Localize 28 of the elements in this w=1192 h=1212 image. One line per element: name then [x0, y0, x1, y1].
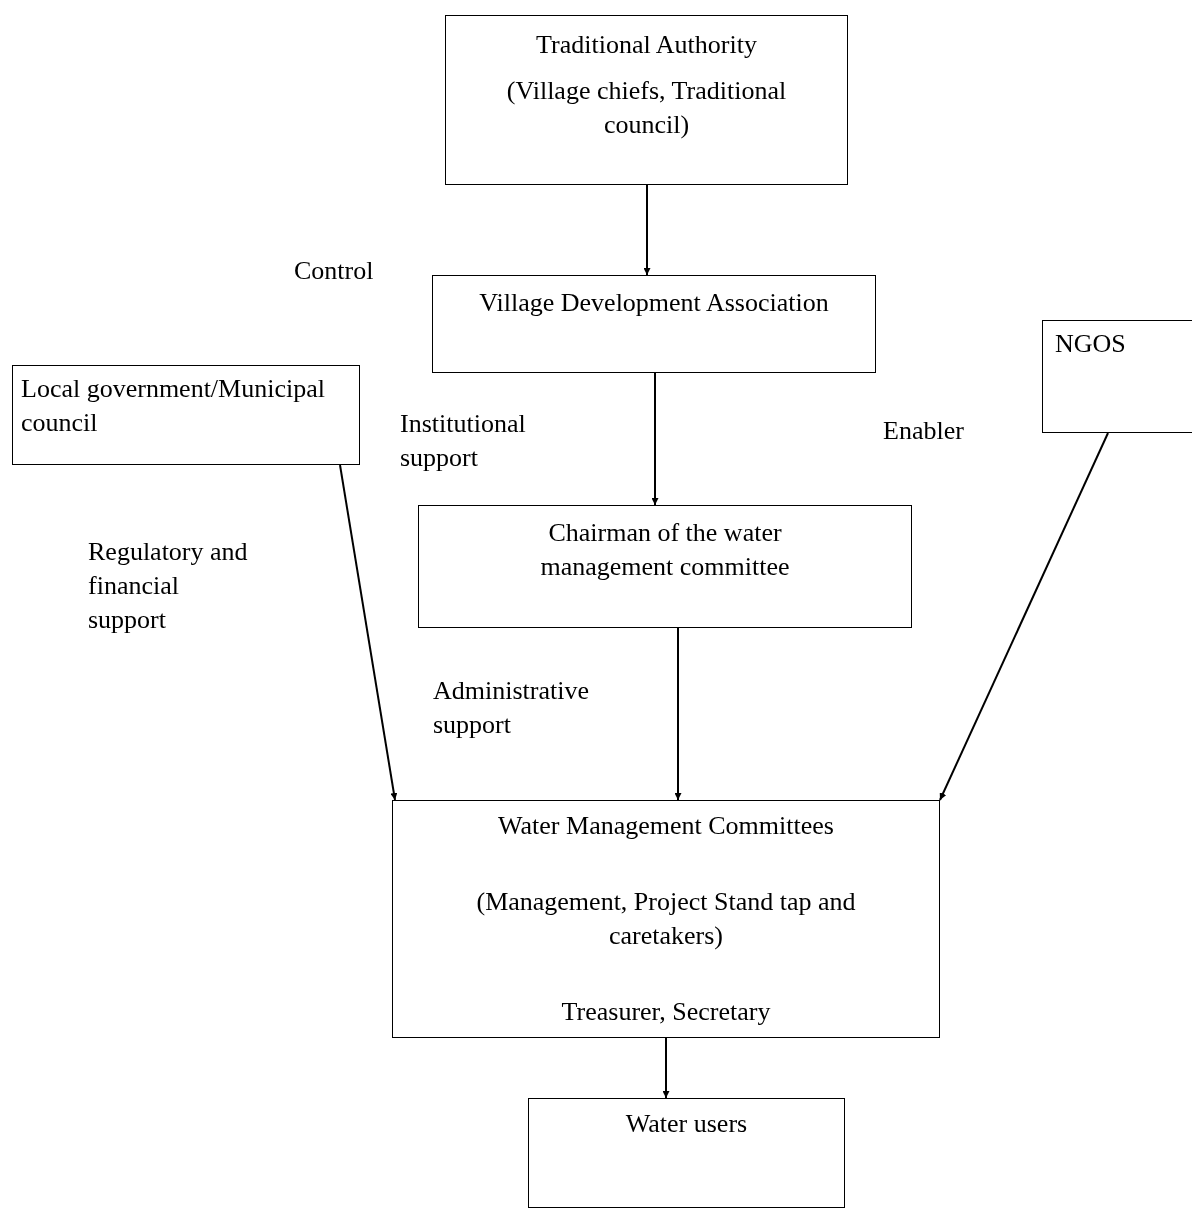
annotation-label: Administrative support [433, 675, 590, 741]
box-title: Water Management Committees [498, 810, 834, 842]
process-box [418, 505, 912, 628]
box-title: Chairman of the water management committee [539, 517, 791, 583]
arrow [643, 184, 651, 276]
box-title: Village Development Association [479, 287, 829, 319]
box-text: (Management, Project Stand tap and caretakers) [475, 886, 857, 952]
process-box [528, 1098, 845, 1208]
annotation-label: Regulatory and financial support [88, 536, 248, 636]
arrow [339, 464, 398, 801]
arrow [662, 1037, 670, 1099]
arrow [939, 432, 1109, 801]
arrow [651, 372, 659, 506]
process-box [12, 365, 360, 465]
box-text: Treasurer, Secretary [561, 996, 771, 1029]
annotation-label: Enabler [883, 415, 965, 447]
process-box [1042, 320, 1192, 433]
process-box [445, 15, 848, 185]
box-title: Water users [625, 1108, 748, 1140]
annotation-label: Control [294, 255, 375, 287]
annotation-label: Institutional support [400, 408, 527, 474]
box-title: NGOS [1055, 328, 1126, 360]
box-text: (Village chiefs, Traditional council) [505, 74, 788, 141]
process-box [432, 275, 876, 373]
arrow [674, 627, 682, 801]
box-title: Local government/Municipal council [21, 373, 326, 439]
process-box [392, 800, 940, 1038]
box-title: Traditional Authority [536, 29, 757, 61]
